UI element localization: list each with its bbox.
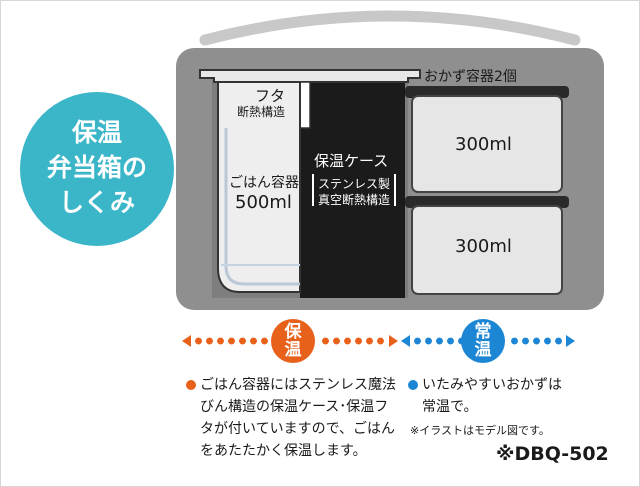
room-temp-line-1: いたみやすいおかずは: [408, 374, 628, 396]
keep-warm-line-1: ごはん容器にはステンレス魔法: [186, 374, 401, 396]
lid-sub-label: 断熱構造: [237, 105, 286, 119]
rice-container: [217, 81, 301, 293]
keep-warm-bullet: [186, 380, 196, 390]
title-circle: [20, 92, 174, 246]
keep-warm-badge: 保 温: [271, 319, 315, 363]
circle-line-3: しくみ: [58, 188, 135, 217]
keep-warm-line-3: タが付いていますので、ごはん: [200, 421, 396, 437]
room-temp-dots-left: [412, 337, 462, 345]
bag-handle: [199, 10, 581, 46]
lid-shape: [199, 69, 421, 83]
room-temp-line-2: 常温で。: [422, 399, 478, 415]
keep-warm-dots-left: [193, 337, 273, 345]
illustration-footnote: ※イラストはモデル図です。: [410, 424, 550, 437]
keep-warm-dots-right: [320, 337, 388, 345]
keep-warm-badge-bottom: 温: [284, 340, 302, 360]
side-container-1-capacity: 300ml: [455, 134, 512, 155]
side-container-2: [411, 205, 563, 295]
keep-warm-description: ごはん容器にはステンレス魔法 びん構造の保温ケース･保温フ タが付いていますので…: [186, 374, 401, 462]
model-number: ※DBQ-502: [496, 443, 609, 465]
circle-line-1: 保温: [71, 118, 122, 147]
case-material: ステンレス製: [318, 177, 391, 191]
keep-warm-arrow-right: [389, 335, 398, 347]
lunch-box-illustration: [176, 10, 604, 310]
room-temp-badge-top: 常: [474, 322, 492, 342]
circle-line-2: 弁当箱の: [46, 153, 147, 182]
room-temp-badge: 常 温: [461, 319, 505, 363]
case-structure: 真空断熱構造: [318, 193, 391, 207]
rice-container-label: ごはん容器: [229, 175, 299, 191]
room-temp-bullet: [408, 380, 418, 390]
keep-warm-line-4: をあたたかく保温します。: [200, 443, 367, 459]
keep-warm-arrow-left: [182, 335, 191, 347]
thermal-case: [300, 70, 405, 298]
case-label: 保温ケース: [314, 152, 389, 170]
side-containers-title: おかず容器2個: [424, 69, 517, 85]
room-temp-description: いたみやすいおかずは 常温で。: [408, 374, 628, 418]
side-container-2-capacity: 300ml: [455, 236, 512, 257]
room-temp-dots-right: [509, 337, 565, 345]
keep-warm-line-2: びん構造の保温ケース･保温フ: [200, 399, 389, 415]
case-bracket: [312, 174, 396, 206]
room-temp-arrow-right: [566, 335, 575, 347]
keep-warm-badge-top: 保: [284, 322, 302, 342]
lid-label: フタ: [255, 87, 286, 105]
side-container-1: [411, 95, 563, 193]
rice-capacity: 500ml: [235, 192, 292, 213]
room-temp-badge-bottom: 温: [474, 340, 492, 360]
room-temp-arrow-left: [401, 335, 410, 347]
